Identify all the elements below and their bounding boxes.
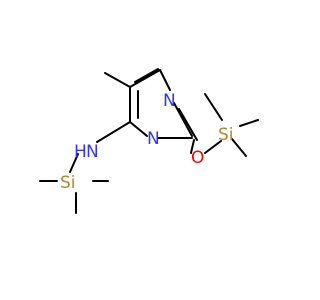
atom-si-right: Si (218, 125, 234, 145)
atom-si-left: Si (60, 173, 76, 193)
bond-c5-c6-double (134, 68, 159, 83)
atom-n-amine: N (86, 142, 99, 162)
molecule-canvas: N N H N O Si Si (39, 68, 259, 214)
bond-si-right-methyl-1 (204, 93, 223, 121)
bond-c2-o (190, 139, 195, 154)
bond-nh-si (69, 153, 79, 173)
bond-si-right-methyl-3 (231, 138, 247, 157)
bond-si-right-methyl-2 (239, 119, 259, 127)
bond-c6-n1 (159, 69, 171, 91)
bond-n1-c2-a (173, 102, 193, 137)
bond-c4-nh (96, 121, 131, 143)
molecule-structure: N N H N O Si Si (39, 68, 259, 214)
bond-n3-c4 (129, 121, 148, 137)
bond-methyl (104, 72, 131, 88)
atom-o: O (191, 148, 204, 168)
bond-o-si (204, 140, 222, 154)
bonds (39, 68, 259, 214)
bond-n1-c2-b (178, 108, 198, 141)
atom-h-amine: H (74, 142, 87, 162)
atom-labels: N N H N O Si Si (60, 91, 234, 193)
atom-n-ring-top: N (163, 91, 176, 111)
bond-c5-c6 (129, 69, 161, 88)
atom-n-ring-bottom: N (147, 129, 160, 149)
